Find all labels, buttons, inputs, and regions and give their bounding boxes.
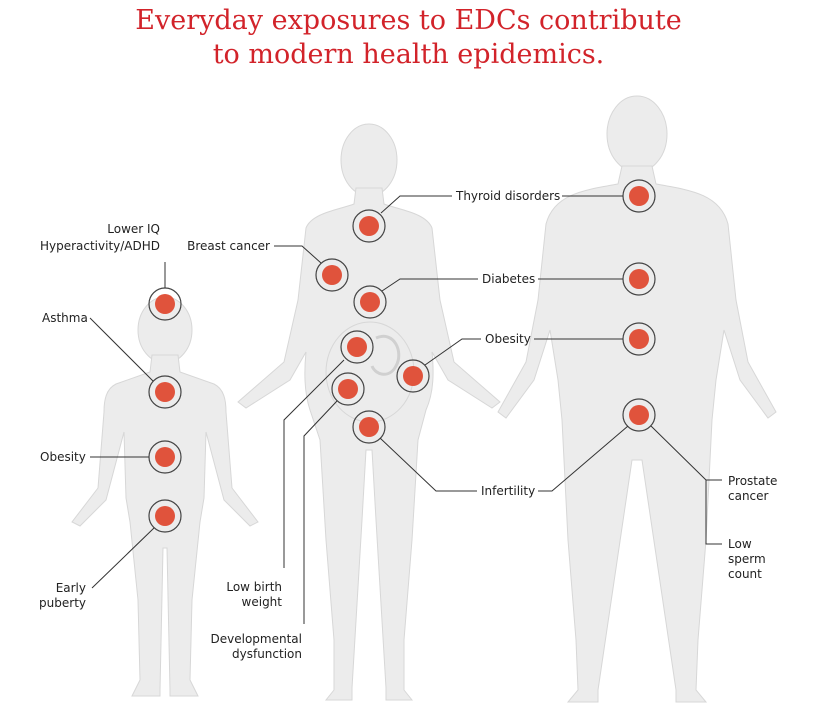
leader-low-sperm (705, 480, 722, 545)
page-title: Everyday exposures to EDCs contribute to… (0, 4, 817, 72)
label-cancer: cancer (728, 489, 769, 503)
label-asthma: Asthma (42, 311, 88, 325)
marker-woman-belly (396, 359, 430, 393)
label-thyroid: Thyroid disorders (455, 189, 560, 203)
label-puberty: puberty (39, 596, 86, 610)
label-early: Early (56, 581, 86, 595)
label-obesity-child: Obesity (40, 450, 86, 464)
marker-woman-pelvis (352, 410, 386, 444)
marker-woman-breast (315, 258, 349, 292)
label-sperm: sperm (728, 552, 766, 566)
label-diabetes: Diabetes (482, 272, 535, 286)
label-obesity-adult: Obesity (485, 332, 531, 346)
marker-woman-womb (331, 372, 365, 406)
label-dysfunction: dysfunction (232, 647, 302, 661)
leader-infertility-man (538, 425, 629, 492)
label-hyperactivity: Hyperactivity/ADHD (40, 239, 160, 253)
marker-woman-pancreas (353, 285, 387, 319)
marker-woman-fetus (340, 330, 374, 364)
leader-breast-cancer (274, 245, 322, 264)
label-weight: weight (242, 595, 283, 609)
leader-diabetes (381, 278, 478, 292)
label-prostate: Prostate (728, 474, 777, 488)
leader-early-puberty (91, 527, 155, 589)
marker-child-pelvis (148, 499, 182, 533)
man-figure (497, 95, 777, 703)
marker-child-lungs (148, 375, 182, 409)
leader-obesity (424, 338, 481, 366)
leader-asthma (89, 317, 154, 382)
label-developmental: Developmental (211, 632, 302, 646)
title-line-2: to modern health epidemics. (212, 39, 605, 70)
label-low-birth: Low birth (226, 580, 282, 594)
leader-infertility (379, 437, 477, 492)
label-breast-cancer: Breast cancer (187, 239, 270, 253)
marker-woman-thyroid (352, 209, 386, 243)
label-low: Low (728, 537, 752, 551)
leader-low-birth-weight (283, 359, 345, 568)
title-line-1: Everyday exposures to EDCs contribute (135, 5, 682, 36)
leader-developmental (303, 400, 338, 624)
label-count: count (728, 567, 762, 581)
label-lower-iq: Lower IQ (107, 222, 160, 236)
fetus-outline (370, 334, 401, 376)
label-infertility: Infertility (481, 484, 535, 498)
leader-thyroid (380, 195, 452, 214)
marker-man-pelvis (622, 398, 656, 432)
